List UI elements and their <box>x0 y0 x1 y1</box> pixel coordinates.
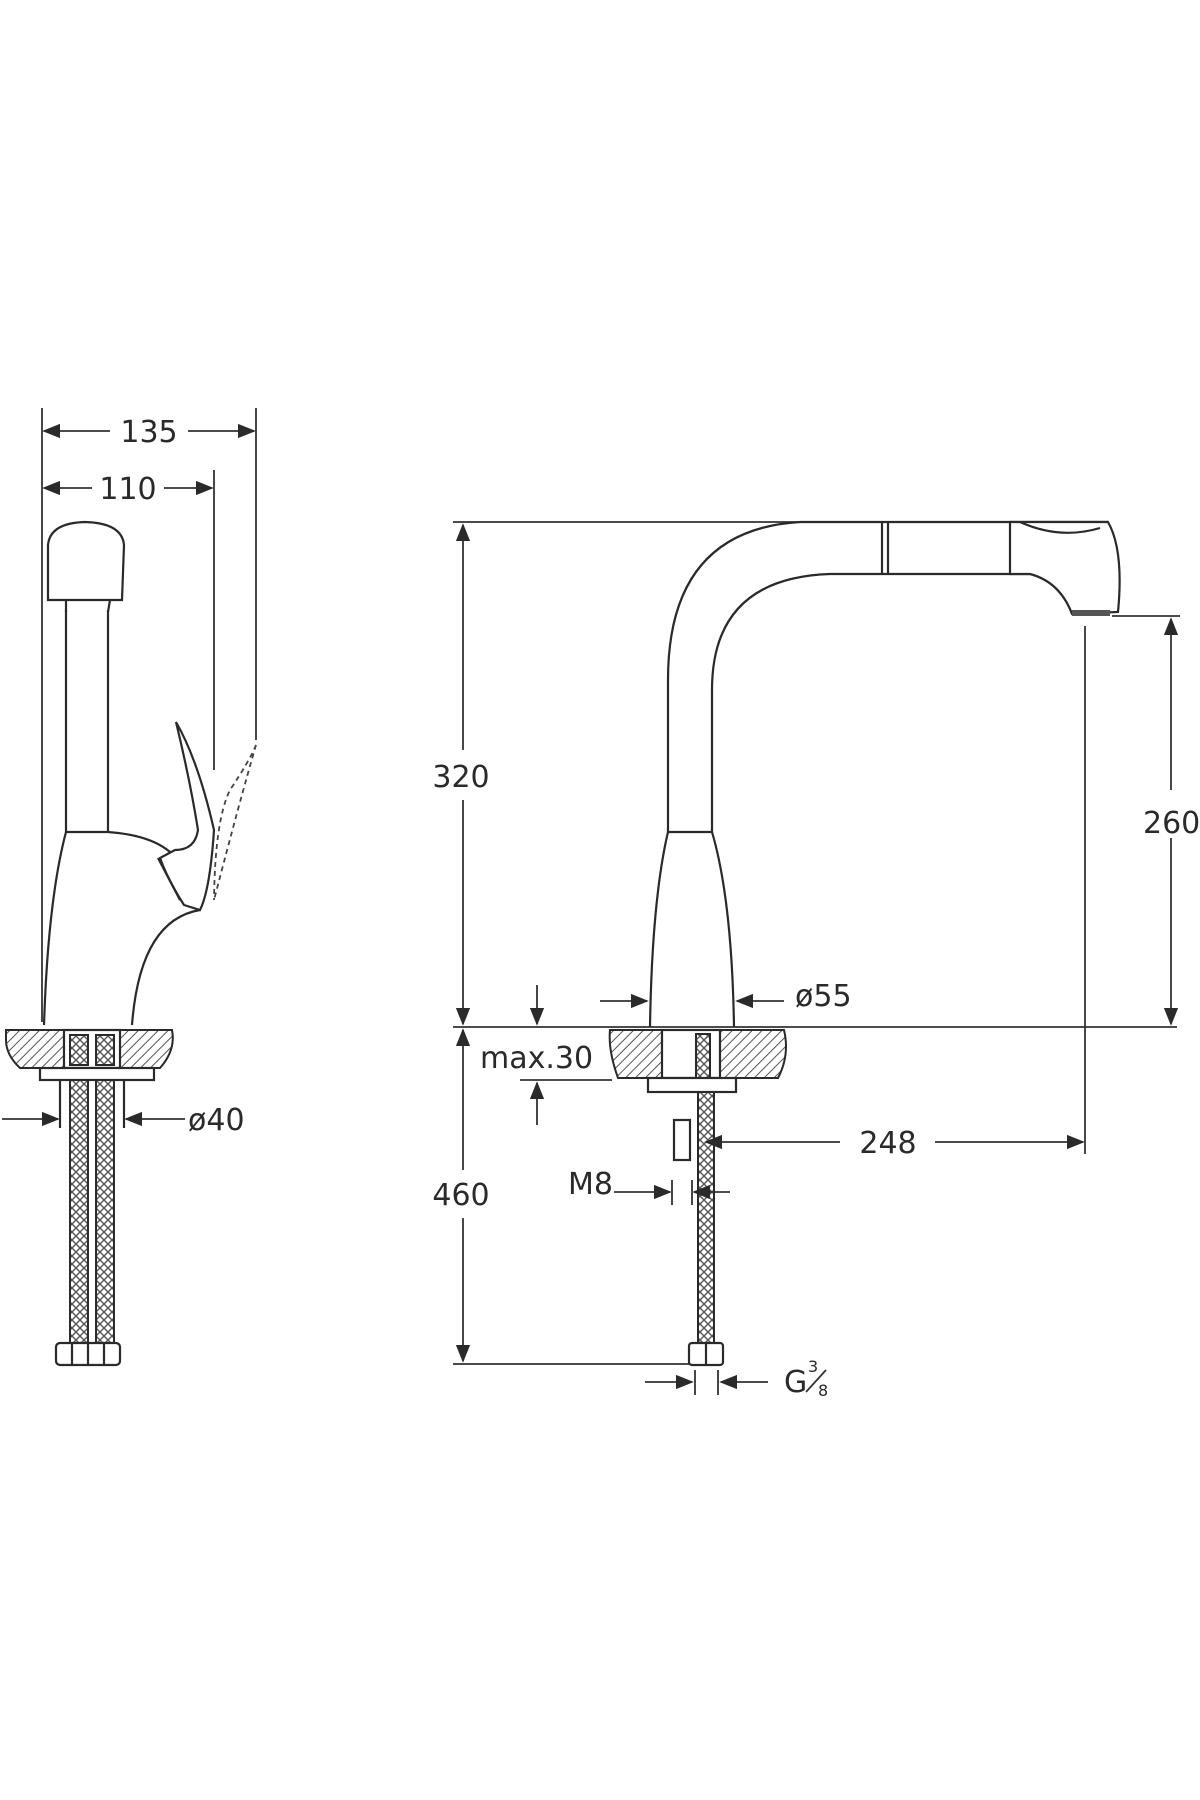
dim-diameter-40: ø40 <box>188 1103 245 1138</box>
spout-outer <box>666 520 1108 832</box>
dim-135: 135 <box>120 415 177 450</box>
side-head <box>46 520 126 602</box>
dim-g-thread: G <box>784 1365 807 1400</box>
front-hose <box>697 1091 715 1344</box>
dim-260: 260 <box>1143 806 1200 841</box>
dim-460: 460 <box>432 1178 489 1213</box>
spray-head <box>1008 520 1121 616</box>
dim-g-thread-denominator: 8 <box>818 1381 828 1400</box>
dim-320: 320 <box>432 760 489 795</box>
dim-248: 248 <box>859 1126 916 1161</box>
front-view: 320 460 260 ø55 <box>432 520 1200 1400</box>
side-view: 135 110 ø4 <box>2 408 257 1367</box>
m8-stud <box>672 1118 692 1162</box>
dim-max-30: max.30 <box>480 1041 593 1076</box>
dim-m8: M8 <box>568 1167 613 1202</box>
side-lever <box>158 721 216 912</box>
dim-diameter-55: ø55 <box>795 979 852 1014</box>
dim-g-thread-numerator: 3 <box>808 1357 818 1376</box>
spout-inner <box>710 572 1030 832</box>
dim-110: 110 <box>99 472 156 507</box>
